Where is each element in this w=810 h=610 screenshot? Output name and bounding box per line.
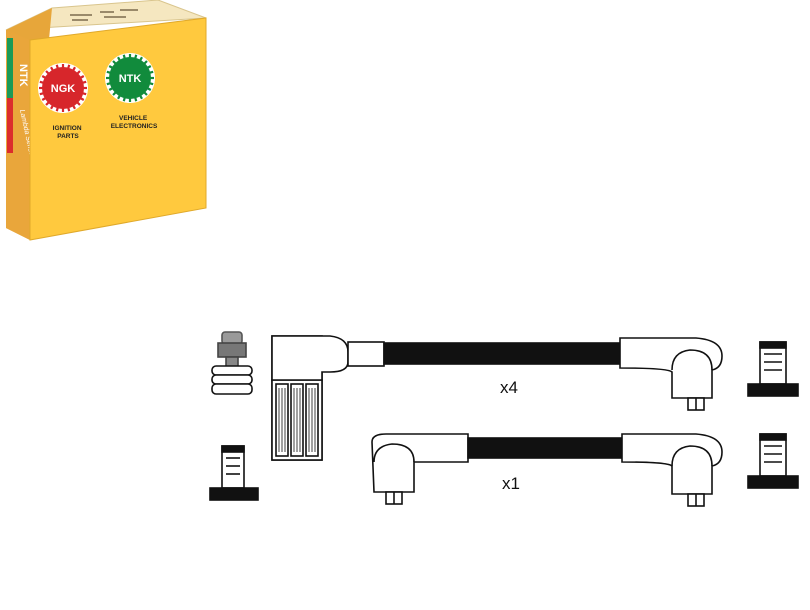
angled-boot-icon [271, 335, 385, 381]
ngk-caption: IGNITION PARTS [53, 125, 84, 140]
ntk-caption: VEHICLE ELECTRONICS [111, 115, 158, 130]
terminal-icon [209, 445, 259, 501]
side-stripe-green [7, 38, 13, 98]
ngk-logo: NGK [38, 63, 88, 113]
terminal-icon [747, 341, 799, 397]
quantity-label-x4: x4 [500, 378, 518, 397]
quantity-label-x1: x1 [502, 474, 520, 493]
angled-boot-icon [619, 337, 723, 411]
ntk-logo-label: NTK [119, 73, 142, 85]
side-brand-text: NTK [17, 64, 29, 87]
side-stripe-red [7, 98, 13, 153]
cable-set-diagram [209, 331, 799, 507]
ntk-logo: NTK [105, 53, 155, 103]
lid-print [70, 9, 138, 21]
spark-plug-connector-icon [211, 331, 253, 395]
terminal-icon [747, 433, 799, 489]
straight-boot-icon [371, 433, 469, 505]
angled-boot-icon [621, 433, 723, 507]
ngk-logo-label: NGK [51, 83, 76, 95]
cable-x1 [467, 437, 623, 459]
product-box: NTK Lambda Sensor / Sonde / Sonda NGK IG… [5, 0, 207, 241]
cable-x4 [383, 342, 621, 365]
